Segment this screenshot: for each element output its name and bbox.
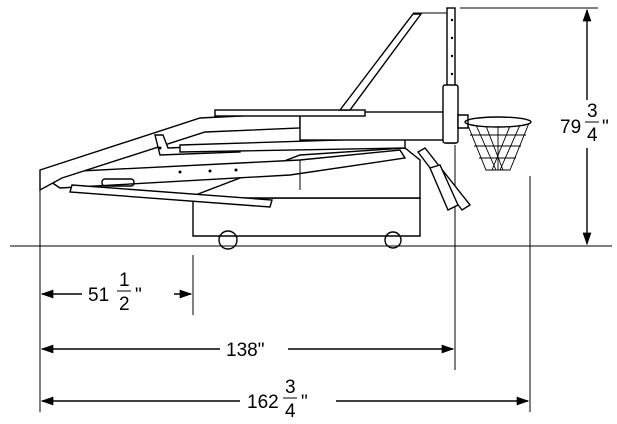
overhang-dimension-label: 51 1 2 " <box>88 270 142 315</box>
rim-bracket <box>457 114 469 129</box>
backboard-pad <box>442 84 459 144</box>
height-dimension-label: 79 3 4 " <box>560 101 609 146</box>
backboard-strut <box>338 13 423 111</box>
extension-dimension-label: 138" <box>226 340 264 361</box>
svg-text:162: 162 <box>247 392 279 413</box>
svg-text:1: 1 <box>119 270 130 291</box>
lower-boom-arm <box>43 149 407 189</box>
rear-wheel <box>384 231 402 249</box>
svg-text:4: 4 <box>285 401 296 422</box>
svg-text:": " <box>135 285 142 306</box>
total-length-dimension-label: 162 3 4 " <box>247 377 308 422</box>
svg-text:3: 3 <box>285 377 296 398</box>
svg-text:4: 4 <box>587 125 598 146</box>
portable-basketball-system <box>39 7 532 250</box>
boom-handle <box>101 178 135 187</box>
rear-support-foot <box>429 164 459 211</box>
svg-text:3: 3 <box>587 101 598 122</box>
front-wheel <box>218 230 238 250</box>
upper-boom-arm <box>39 112 301 192</box>
svg-text:51: 51 <box>88 285 109 306</box>
backboard-mount <box>299 111 456 141</box>
rim <box>464 116 532 128</box>
svg-text:79: 79 <box>560 117 581 138</box>
rivets <box>158 18 454 174</box>
backboard-top-cap <box>214 109 366 117</box>
svg-text:": " <box>301 392 308 413</box>
svg-text:2: 2 <box>119 294 130 315</box>
svg-text:": " <box>602 117 609 138</box>
net <box>466 122 530 171</box>
lower-boom-diagonal <box>69 184 273 208</box>
